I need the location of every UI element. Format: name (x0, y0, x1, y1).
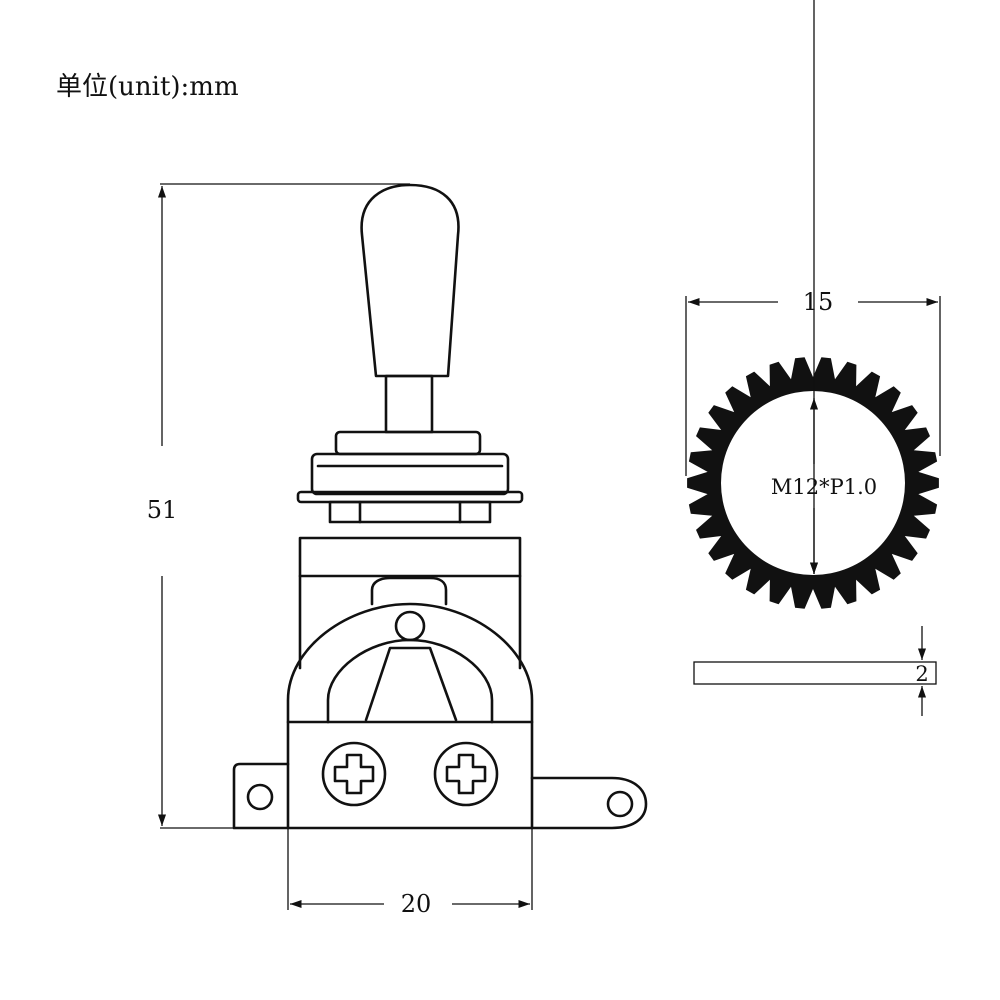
unit-label: 单位(unit):mm (56, 72, 239, 102)
height-dimension: 51 (147, 183, 410, 829)
left-mounting-tab (232, 762, 290, 830)
nut-diameter-dimension: 15 (685, 288, 941, 476)
base-width-label: 20 (401, 890, 432, 918)
washer-side-view: 2 (693, 626, 937, 716)
nut-diameter-label: 15 (803, 288, 834, 316)
hex-nut (310, 452, 510, 496)
lever-block (370, 576, 448, 606)
upper-housing (298, 536, 522, 578)
pivot-hole (394, 610, 426, 642)
bushing (328, 500, 492, 524)
base-width-dimension: 20 (287, 828, 533, 918)
screw-right (433, 741, 499, 807)
inner-arch (326, 638, 494, 724)
toothed-washer: M12*P1.0 (687, 0, 939, 609)
washer-thickness-label: 2 (915, 662, 928, 686)
lever-stem (384, 374, 434, 434)
right-tab-hole (606, 790, 634, 818)
right-mounting-tab (530, 776, 648, 830)
terminal-block (286, 720, 534, 830)
washer-side-rect (693, 661, 937, 685)
inner-lever (364, 646, 458, 722)
screw-left (321, 741, 387, 807)
left-tab-hole (246, 783, 274, 811)
height-label: 51 (147, 496, 178, 524)
thread-label: M12*P1.0 (771, 475, 877, 499)
toggle-switch-side-view (232, 183, 648, 830)
lever-tip (360, 183, 460, 378)
outer-arch (286, 602, 534, 724)
top-nut (334, 430, 482, 456)
